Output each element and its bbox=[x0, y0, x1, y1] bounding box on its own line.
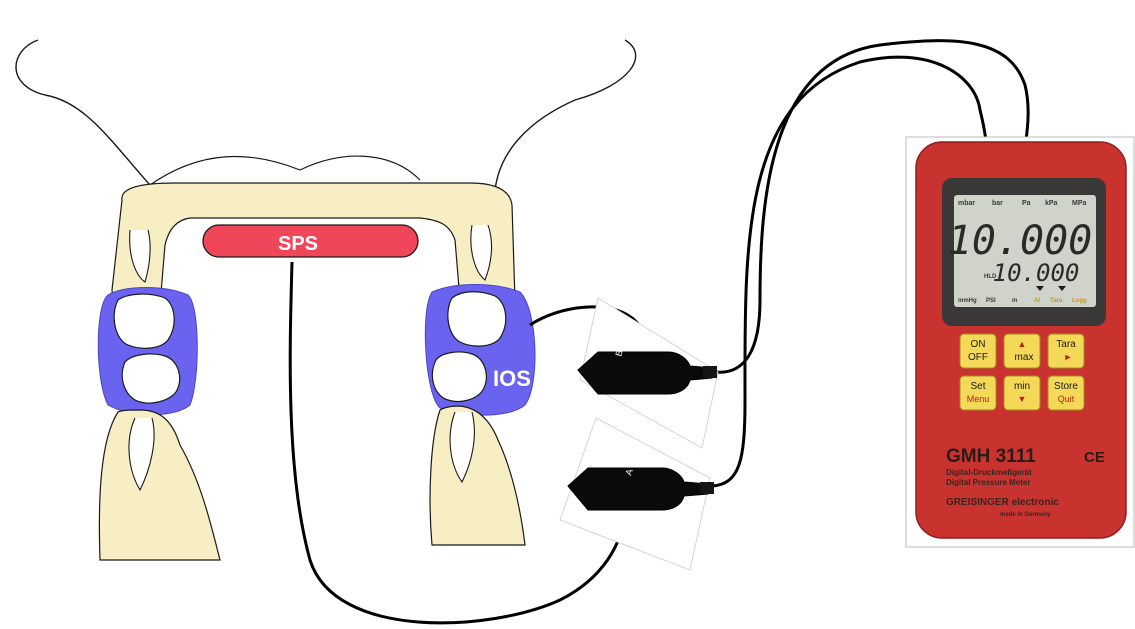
subtitle-en: Digital Pressure Meter bbox=[946, 478, 1030, 487]
tooth-right-upper bbox=[448, 292, 506, 346]
max-arrow: ▲ bbox=[1018, 339, 1027, 349]
origin-text: made in Germany bbox=[1000, 512, 1051, 518]
min-label: min bbox=[1014, 381, 1030, 392]
max-label: max bbox=[1015, 352, 1034, 363]
on-off-label-1: ON bbox=[971, 339, 986, 350]
tooth-left-upper bbox=[114, 294, 174, 348]
on-off-label-2: OFF bbox=[968, 352, 988, 363]
unit-kpa: kPa bbox=[1045, 200, 1058, 207]
tara-button[interactable]: Tara ► bbox=[1048, 334, 1084, 368]
palate-midline bbox=[150, 156, 420, 185]
max-button[interactable]: ▲ max bbox=[1004, 334, 1040, 368]
main-reading: 10.000 bbox=[948, 218, 1093, 264]
lower-left-tooth bbox=[99, 410, 220, 560]
unit-pa: Pa bbox=[1022, 200, 1031, 207]
unit-bar: bar bbox=[992, 200, 1003, 207]
status-mmhg: mmHg bbox=[958, 298, 977, 304]
status-logg: Logg bbox=[1072, 298, 1087, 304]
status-al: Al bbox=[1034, 298, 1040, 304]
tara-label: Tara bbox=[1056, 339, 1076, 350]
quit-label: Quit bbox=[1058, 394, 1075, 404]
on-off-button[interactable]: ON OFF bbox=[960, 334, 996, 368]
sub-reading: 10.000 bbox=[993, 259, 1080, 287]
tara-arrow: ► bbox=[1064, 352, 1073, 362]
min-button[interactable]: min ▼ bbox=[1004, 376, 1040, 410]
set-menu-button[interactable]: Set Menu bbox=[960, 376, 996, 410]
sps-label: SPS bbox=[278, 233, 318, 255]
tooth-right-lower bbox=[432, 352, 486, 402]
model-name: GMH 3111 bbox=[946, 446, 1036, 467]
menu-label: Menu bbox=[967, 394, 990, 404]
unit-mpa: MPa bbox=[1072, 200, 1087, 207]
store-quit-button[interactable]: Store Quit bbox=[1048, 376, 1084, 410]
status-tara: Tara bbox=[1050, 298, 1063, 304]
lower-right-tooth bbox=[430, 406, 525, 545]
store-label: Store bbox=[1054, 381, 1078, 392]
set-label: Set bbox=[970, 381, 985, 392]
unit-mbar: mbar bbox=[958, 200, 975, 207]
ios-label: IOS bbox=[493, 366, 531, 391]
status-m: m bbox=[1012, 298, 1017, 304]
min-arrow: ▼ bbox=[1018, 394, 1027, 404]
status-psi: PSI bbox=[986, 298, 996, 304]
subtitle-de: Digital-Druckmeßgerät bbox=[946, 468, 1032, 477]
palate-outline bbox=[16, 40, 636, 190]
tooth-left-lower bbox=[122, 354, 179, 403]
ce-mark: CE bbox=[1084, 449, 1105, 466]
brand-name: GREISINGER electronic bbox=[946, 497, 1059, 508]
